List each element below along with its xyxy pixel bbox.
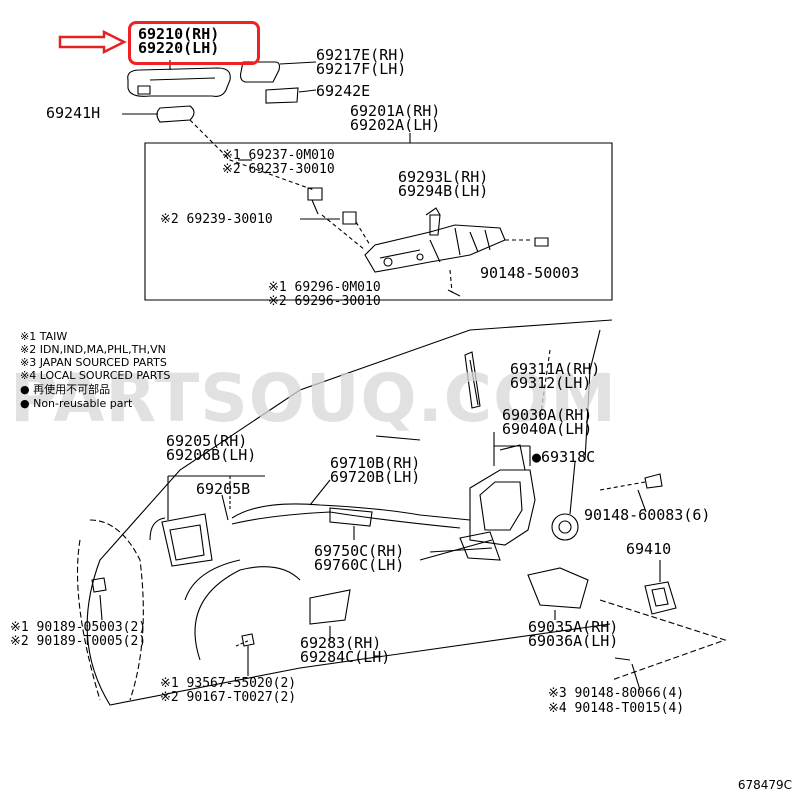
legend-line-3: ※3 JAPAN SOURCED PARTS <box>20 356 167 369</box>
legend-line-4: ※4 LOCAL SOURCED PARTS <box>20 369 171 382</box>
callout-69296-a[interactable]: ※1 69296-0M010 <box>268 280 381 295</box>
callout-90189-a[interactable]: ※1 90189-05003(2) <box>10 620 147 635</box>
callout-69035-lh[interactable]: 69036A(LH) <box>528 632 619 650</box>
handle-gasket-part <box>156 105 195 123</box>
callout-69750-rh[interactable]: 69750C(RH) <box>314 542 405 560</box>
lock-cable-part <box>231 503 471 521</box>
outside-handle-part <box>127 67 231 97</box>
callout-69710-rh[interactable]: 69710B(RH) <box>330 454 421 472</box>
callout-69293-rh[interactable]: 69293L(RH) <box>398 168 489 186</box>
callout-69239[interactable]: ※2 69239-30010 <box>160 212 273 227</box>
inside-handle-part <box>161 513 213 567</box>
part-number-rh-highlight[interactable]: 69210(RH) <box>138 25 220 43</box>
callout-69241[interactable]: 69241H <box>46 104 101 122</box>
callout-90148-60083[interactable]: 90148-60083(6) <box>584 506 711 524</box>
callout-69217-lh[interactable]: 69217F(LH) <box>316 60 407 78</box>
seal-ring-part <box>551 513 579 541</box>
frame-box <box>144 142 613 301</box>
callout-69283-lh[interactable]: 69284C(LH) <box>300 648 391 666</box>
callout-69242[interactable]: 69242E <box>316 82 371 100</box>
callout-69205-rh[interactable]: 69205(RH) <box>166 432 248 450</box>
callout-69030-lh[interactable]: 69040A(LH) <box>502 420 593 438</box>
callout-69237-b[interactable]: ※2 69237-30010 <box>222 162 335 177</box>
callout-90148-t0015[interactable]: ※4 90148-T0015(4) <box>548 701 685 716</box>
callout-90148-80066[interactable]: ※3 90148-80066(4) <box>548 686 685 701</box>
legend-line-5: ● 再使用不可部品 <box>20 383 111 396</box>
callout-93567[interactable]: ※1 93567-55020(2) <box>160 676 297 691</box>
callout-90148-50003[interactable]: 90148-50003 <box>480 264 580 282</box>
callout-69710-lh[interactable]: 69720B(LH) <box>330 468 421 486</box>
callout-69030-rh[interactable]: 69030A(RH) <box>502 406 593 424</box>
lock-cover-part <box>527 567 589 609</box>
striker-part <box>644 581 677 615</box>
highlight-box <box>128 21 260 65</box>
part-number-lh-highlight[interactable]: 69220(LH) <box>138 39 220 57</box>
callout-69750-lh[interactable]: 69760C(LH) <box>314 556 405 574</box>
legend-line-6: ● Non-reusable part <box>20 397 133 410</box>
callout-69201-rh[interactable]: 69201A(RH) <box>350 102 441 120</box>
callout-69318[interactable]: ●69318C <box>532 448 596 466</box>
callout-69311-lh[interactable]: 69312(LH) <box>510 374 592 392</box>
legend-line-2: ※2 IDN,IND,MA,PHL,TH,VN <box>20 343 166 356</box>
protector-part <box>309 589 351 625</box>
pad-part <box>265 87 299 104</box>
callout-69205b[interactable]: 69205B <box>196 480 251 498</box>
callout-69410[interactable]: 69410 <box>626 540 672 558</box>
callout-90189-b[interactable]: ※2 90189-T0005(2) <box>10 634 147 649</box>
callout-69283-rh[interactable]: 69283(RH) <box>300 634 382 652</box>
callout-69217-rh[interactable]: 69217E(RH) <box>316 46 407 64</box>
callout-69035-rh[interactable]: 69035A(RH) <box>528 618 619 636</box>
diagram-code: 678479C <box>737 778 792 792</box>
callout-69237-a[interactable]: ※1 69237-0M010 <box>222 148 335 163</box>
handle-cap-part <box>239 61 281 83</box>
callout-90167[interactable]: ※2 90167-T0027(2) <box>160 690 297 705</box>
callout-69293-lh[interactable]: 69294B(LH) <box>398 182 489 200</box>
callout-69201-lh[interactable]: 69202A(LH) <box>350 116 441 134</box>
legend-line-1: ※1 TAIW <box>20 330 68 343</box>
door-lock-part <box>469 469 536 546</box>
callout-69205-lh[interactable]: 69206B(LH) <box>166 446 257 464</box>
red-arrow-icon <box>58 30 127 54</box>
callout-69311-rh[interactable]: 69311A(RH) <box>510 360 601 378</box>
callout-69296-b[interactable]: ※2 69296-30010 <box>268 294 381 309</box>
